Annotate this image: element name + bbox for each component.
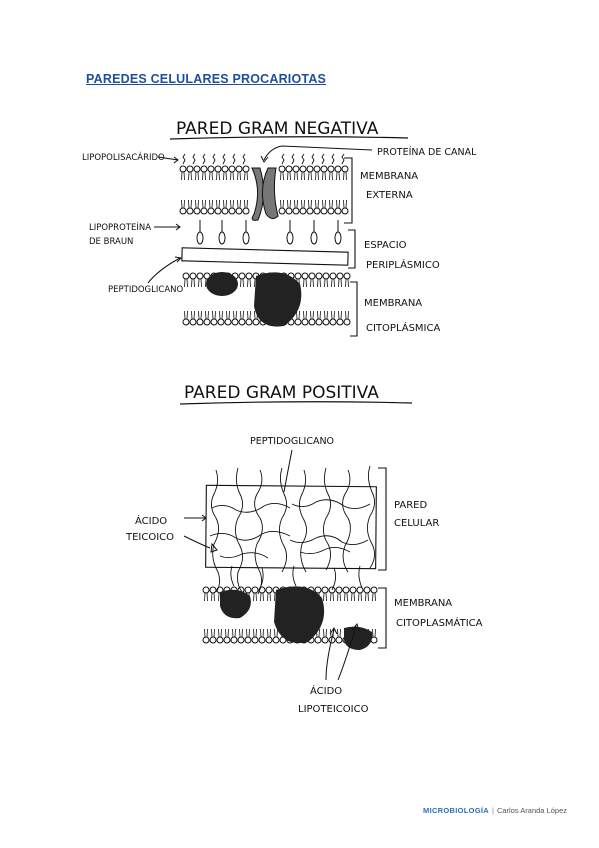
gram-positive-labels: PEPTIDOGLICANO ÁCIDO TEICOICO PARED CELU… xyxy=(125,436,483,715)
page-title: PAREDES CELULARES PROCARIOTAS xyxy=(86,72,327,86)
label-periplasmic-line1: ESPACIO xyxy=(364,240,407,251)
lipoteichoic-acid-strands xyxy=(230,565,363,591)
label-lipoteichoic-line1: ÁCIDO xyxy=(310,684,342,697)
gram-positive-diagram: PARED GRAM POSITIVA xyxy=(125,383,483,715)
gram-negative-brackets xyxy=(344,157,358,337)
label-wall-line2: CELULAR xyxy=(394,518,439,529)
label-cyto-membrane-positive-line2: CITOPLASMÁTICA xyxy=(396,616,483,629)
membrane-protein xyxy=(220,589,251,619)
label-teichoic-line1: ÁCIDO xyxy=(135,514,167,527)
membrane-protein xyxy=(344,626,373,650)
label-cyto-membrane-positive-line1: MEMBRANA xyxy=(394,598,452,609)
cytoplasmic-membrane-positive xyxy=(202,586,378,650)
gram-positive-heading-underline xyxy=(179,401,413,405)
footer-author: Carlos Aranda López xyxy=(496,806,567,815)
label-cyto-membrane-negative-line2: CITOPLÁSMICA xyxy=(366,321,440,334)
membrane-protein xyxy=(206,272,238,296)
cell-wall-box xyxy=(205,484,377,570)
label-outer-membrane-line2: EXTERNA xyxy=(366,190,413,201)
peptidoglycan-strands xyxy=(209,465,375,595)
gram-negative-pointers xyxy=(147,145,373,284)
footer-separator: | xyxy=(492,806,494,815)
braun-lipoproteins xyxy=(196,220,342,245)
lipopolysaccharide-chains xyxy=(182,153,345,165)
label-lipoteichoic-line2: LIPOTEICOICO xyxy=(298,704,369,715)
label-braun-line2: DE BRAUN xyxy=(89,237,133,247)
footer-subject: MICROBIOLOGÍA xyxy=(423,806,489,815)
peptidoglycan-layer xyxy=(181,247,349,266)
membrane-protein xyxy=(274,586,325,644)
channel-protein-shape xyxy=(251,167,279,221)
gram-negative-heading-underline xyxy=(169,136,409,140)
gram-negative-diagram: PARED GRAM NEGATIVA xyxy=(82,119,477,337)
label-cyto-membrane-negative-line1: MEMBRANA xyxy=(364,298,422,309)
label-periplasmic-line2: PERIPLÁSMICO xyxy=(366,258,440,271)
gram-negative-heading: PARED GRAM NEGATIVA xyxy=(176,119,379,139)
page-footer: MICROBIOLOGÍA|Carlos Aranda López xyxy=(423,806,567,815)
label-peptidoglycan-positive: PEPTIDOGLICANO xyxy=(250,436,334,447)
label-wall-line1: PARED xyxy=(394,500,427,511)
label-braun-line1: LIPOPROTEÍNA xyxy=(89,221,151,233)
label-lipopolysaccharide: LIPOPOLISACÁRIDO xyxy=(82,151,165,163)
gram-positive-pointers xyxy=(183,449,360,681)
gram-negative-labels: LIPOPOLISACÁRIDO PROTEÍNA DE CANAL MEMBR… xyxy=(82,146,477,334)
teichoic-acid-marker xyxy=(210,542,218,553)
gram-positive-heading: PARED GRAM POSITIVA xyxy=(184,383,379,403)
membrane-protein xyxy=(254,272,302,327)
label-channel-protein: PROTEÍNA DE CANAL xyxy=(377,146,477,158)
cytoplasmic-membrane-negative xyxy=(182,272,351,327)
label-peptidoglycan-negative: PEPTIDOGLICANO xyxy=(108,285,183,295)
label-outer-membrane-line1: MEMBRANA xyxy=(360,171,418,182)
gram-positive-brackets xyxy=(378,467,387,649)
label-teichoic-line2: TEICOICO xyxy=(125,532,174,543)
